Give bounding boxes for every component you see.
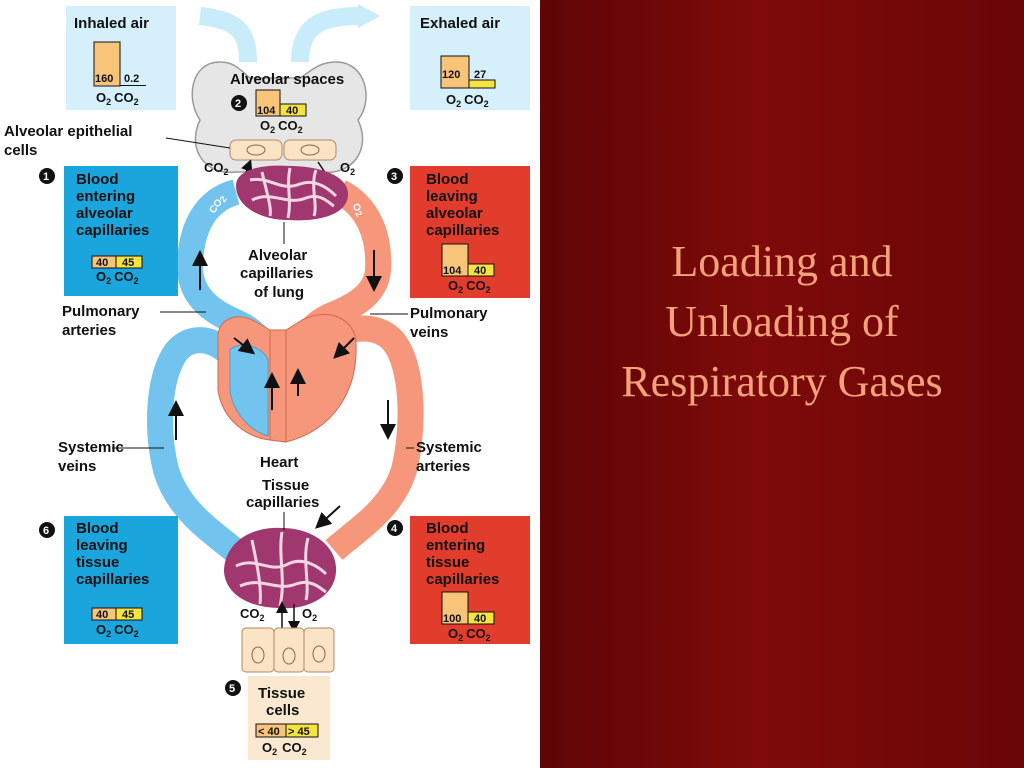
tissue-cells [241, 627, 335, 673]
svg-text:capillaries: capillaries [246, 494, 319, 511]
inhaled-po2: 160 [95, 73, 113, 85]
svg-text:entering: entering [76, 188, 135, 205]
step-5-number: 5 [229, 683, 235, 695]
inhaled-pco2: 0.2 [124, 73, 139, 85]
pulmonary-veins-label: Pulmonary [410, 305, 488, 322]
exhaled-pco2: 27 [474, 69, 486, 81]
alveolar-pco2: 40 [286, 105, 298, 117]
svg-text:veins: veins [58, 458, 96, 475]
alveolar-capillaries-label: Alveolar [248, 247, 307, 264]
slide-title-line-1: Loading and [671, 237, 893, 286]
alveolar-epithelial-cells [165, 137, 337, 161]
alveolar-epithelial-label: Alveolar epithelial [4, 123, 132, 140]
svg-text:Blood: Blood [426, 520, 469, 537]
svg-text:40: 40 [474, 265, 486, 277]
alveolus-o2-label: O2 [340, 160, 355, 177]
svg-text:arteries: arteries [62, 322, 116, 339]
tissue-co2-label: CO2 [240, 606, 265, 623]
pulmonary-arteries-label: Pulmonary [62, 303, 140, 320]
svg-text:capillaries: capillaries [240, 265, 313, 282]
svg-text:alveolar: alveolar [76, 205, 133, 222]
blood-entering-alveolar-box: 1 Blood entering alveolar capillaries 40… [39, 166, 178, 296]
alveolar-epithelial-label-2: cells [4, 142, 37, 159]
tissue-capillaries-label: Tissue [262, 477, 309, 494]
pulmonary-vein-o2: O2 [349, 201, 366, 218]
svg-text:tissue: tissue [426, 554, 469, 571]
svg-text:> 45: > 45 [288, 726, 310, 738]
systemic-artery-o2: O2 [328, 493, 345, 511]
air-flow-arrows [198, 4, 380, 63]
heart-label: Heart [260, 454, 298, 471]
alveolar-spaces-label: Alveolar spaces [230, 71, 344, 88]
blood-leaving-tissue-box: 6 Blood leaving tissue capillaries 40 45… [39, 516, 178, 644]
step-1-number: 1 [43, 171, 49, 183]
systemic-arteries-label: Systemic [416, 439, 482, 456]
slide-title-line-3: Respiratory Gases [621, 357, 943, 406]
inhaled-air-label: Inhaled air [74, 15, 149, 32]
alveolar-po2: 104 [257, 105, 276, 117]
alveolus-co2-label: CO2 [204, 160, 229, 177]
svg-text:cells: cells [266, 702, 299, 719]
alveolar-capillary-net [236, 165, 349, 221]
svg-text:45: 45 [122, 609, 134, 621]
step-2-number: 2 [235, 98, 241, 110]
svg-text:40: 40 [96, 609, 108, 621]
svg-text:capillaries: capillaries [426, 222, 499, 239]
slide-title-line-2: Unloading of [665, 297, 899, 346]
tissue-capillary-net [224, 527, 337, 609]
svg-text:Blood: Blood [76, 520, 119, 537]
svg-text:of lung: of lung [254, 284, 304, 301]
svg-text:arteries: arteries [416, 458, 470, 475]
exhaled-air-label: Exhaled air [420, 15, 500, 32]
step-3-number: 3 [391, 171, 397, 183]
svg-text:capillaries: capillaries [76, 571, 149, 588]
svg-text:alveolar: alveolar [426, 205, 483, 222]
title-panel: Loading and Unloading of Respiratory Gas… [540, 0, 1024, 768]
svg-text:capillaries: capillaries [76, 222, 149, 239]
slide-title: Loading and Unloading of Respiratory Gas… [540, 232, 1024, 412]
step-4-number: 4 [391, 523, 398, 535]
svg-text:100: 100 [443, 613, 461, 625]
blood-entering-tissue-box: 4 Blood entering tissue capillaries 100 … [387, 516, 530, 644]
svg-text:veins: veins [410, 324, 448, 341]
exhaled-po2: 120 [442, 69, 460, 81]
svg-text:Tissue: Tissue [258, 685, 305, 702]
svg-text:leaving: leaving [76, 537, 128, 554]
flow-arrows [168, 250, 396, 529]
systemic-veins-label: Systemic [58, 439, 124, 456]
svg-text:Blood: Blood [76, 171, 119, 188]
blood-leaving-alveolar-box: 3 Blood leaving alveolar capillaries 104… [387, 166, 530, 298]
step-6-number: 6 [43, 525, 49, 537]
svg-text:tissue: tissue [76, 554, 119, 571]
heart [217, 313, 357, 443]
tissue-o2-label: O2 [302, 606, 317, 623]
svg-text:< 40: < 40 [258, 726, 280, 738]
svg-text:40: 40 [96, 257, 108, 269]
svg-text:Blood: Blood [426, 171, 469, 188]
svg-text:40: 40 [474, 613, 486, 625]
svg-text:capillaries: capillaries [426, 571, 499, 588]
svg-text:45: 45 [122, 257, 134, 269]
svg-text:leaving: leaving [426, 188, 478, 205]
svg-text:entering: entering [426, 537, 485, 554]
svg-text:104: 104 [443, 265, 462, 277]
